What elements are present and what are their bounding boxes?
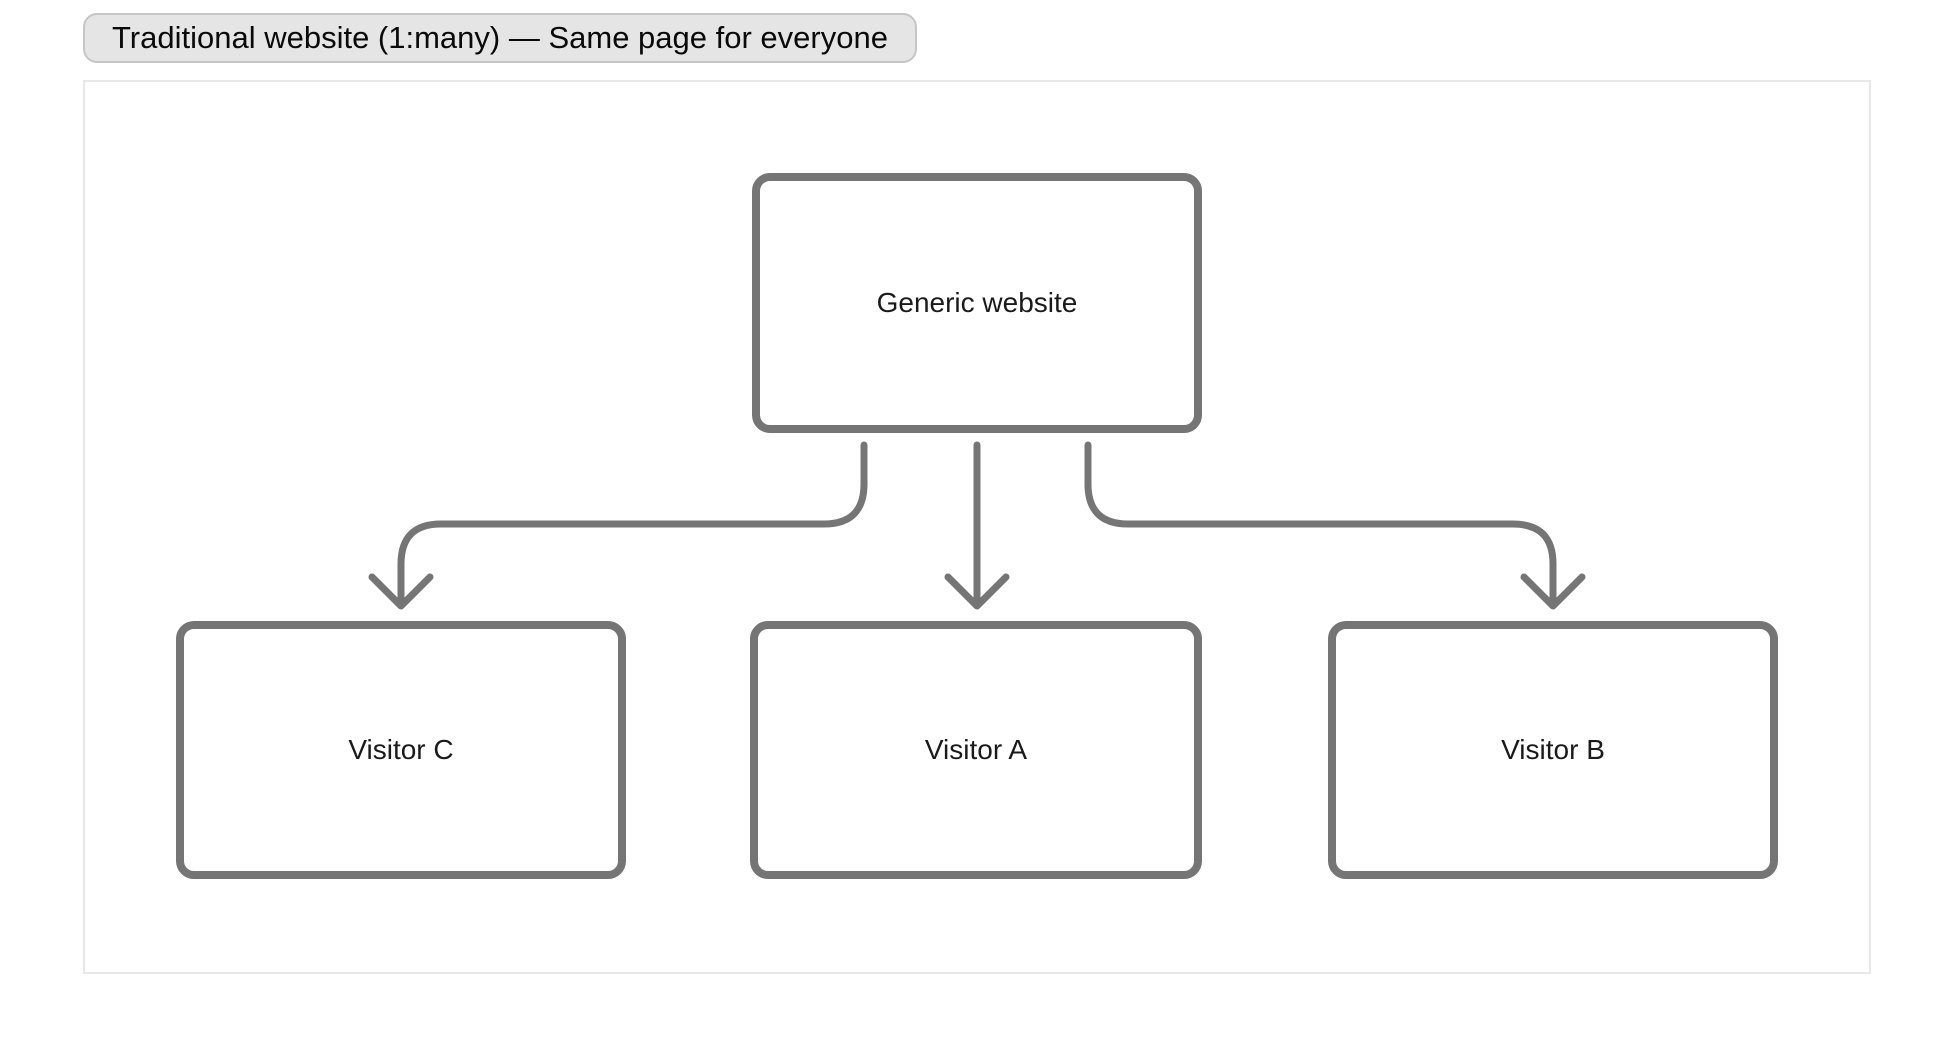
node-visitor-b-label: Visitor B [1501, 734, 1605, 765]
node-generic-website-label: Generic website [876, 287, 1078, 318]
node-generic-website: Generic website [752, 173, 1202, 433]
node-visitor-a: Visitor A [750, 621, 1202, 879]
node-visitor-c-label: Visitor C [348, 734, 454, 765]
diagram-title-badge[interactable]: Traditional website (1:many) — Same page… [83, 13, 917, 63]
node-visitor-a-label: Visitor A [924, 734, 1028, 765]
node-visitor-c: Visitor C [176, 621, 626, 879]
node-visitor-b: Visitor B [1328, 621, 1778, 879]
